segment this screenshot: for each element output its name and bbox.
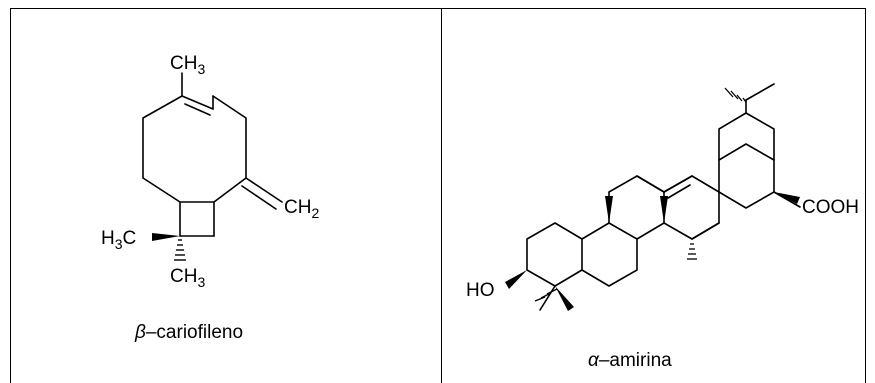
svg-text:CH2: CH2 bbox=[284, 197, 319, 221]
cell-beta-caryophyllene bbox=[10, 8, 441, 383]
ch3-top-subscript: 3 bbox=[197, 61, 205, 77]
beta-symbol: β bbox=[135, 322, 146, 343]
ch3-bottom-label: CH bbox=[170, 266, 197, 287]
ch3-bottom-subscript: 3 bbox=[197, 274, 205, 290]
svg-text:CH3: CH3 bbox=[170, 266, 205, 290]
ho-label: HO bbox=[466, 280, 495, 301]
h3c-subscript: 3 bbox=[115, 236, 123, 252]
cooh-label: COOH bbox=[802, 197, 859, 218]
beta-caryophyllene-caption: β–cariofileno bbox=[135, 322, 243, 344]
h3c-label: H bbox=[101, 228, 115, 249]
alpha-amyrin-caption: α–amirina bbox=[588, 350, 672, 372]
h3c-c-label: C bbox=[123, 228, 137, 249]
svg-text:H3C: H3C bbox=[101, 228, 136, 252]
svg-text:CH3: CH3 bbox=[170, 53, 205, 77]
ch2-label: CH bbox=[284, 197, 311, 218]
cell-alpha-amyrin bbox=[441, 8, 866, 383]
alpha-caption-text: –amirina bbox=[598, 350, 672, 371]
ch2-subscript: 2 bbox=[311, 205, 319, 221]
beta-caption-text: –cariofileno bbox=[145, 322, 244, 343]
ch3-top-label: CH bbox=[170, 53, 197, 74]
alpha-symbol: α bbox=[588, 350, 599, 371]
